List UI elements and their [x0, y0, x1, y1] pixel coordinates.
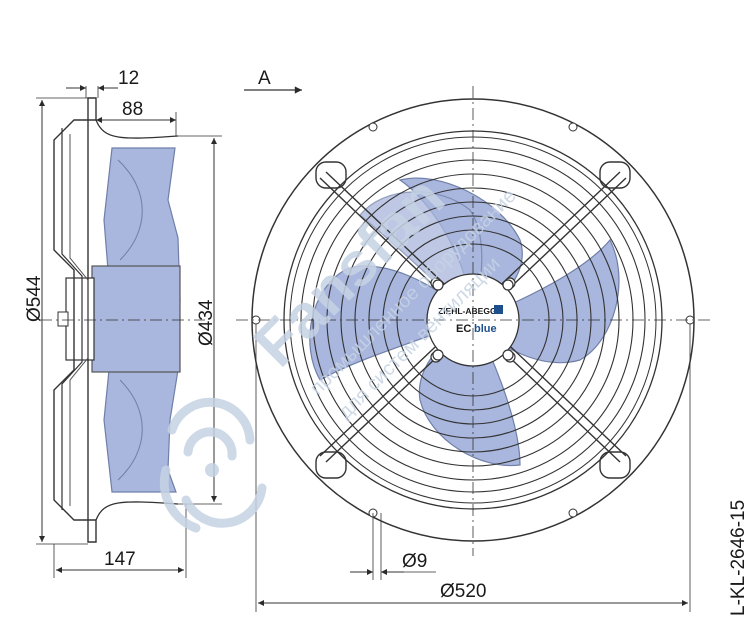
drawing-code: L-KL-2646-15 [728, 500, 749, 616]
hub-bolt [432, 279, 444, 291]
dim-mounting-hole: Ø9 [402, 551, 427, 572]
dim-flange-thickness: 12 [118, 68, 139, 89]
brand-logo-icon [494, 305, 503, 314]
dim-bolt-circle: Ø520 [440, 581, 486, 602]
hub-bolt [432, 349, 444, 361]
front-view: ZIEHL-ABEGG EC blue [236, 86, 712, 556]
hub-bolt [502, 279, 514, 291]
side-view-motor [91, 265, 181, 373]
dim-hub-depth: 88 [122, 99, 143, 120]
dim-overall-depth: 147 [104, 549, 136, 570]
side-view [40, 97, 205, 543]
hub-bolt [502, 349, 514, 361]
view-arrow: A [244, 68, 302, 94]
brand-logo: ZIEHL-ABEGG [438, 306, 497, 316]
dim-outer-diameter: Ø544 [24, 275, 45, 322]
product-logo-blue: blue [474, 323, 497, 335]
blade [309, 265, 475, 381]
dim-inner-diameter: Ø434 [196, 299, 217, 346]
view-arrow-label: A [258, 68, 271, 89]
watermark-icon [159, 397, 267, 533]
front-view-dimensions: Ø9 Ø520 [255, 324, 691, 612]
side-view-dimensions: 12 88 Ø544 Ø434 147 [24, 68, 222, 578]
product-logo-ec: EC [456, 323, 471, 335]
